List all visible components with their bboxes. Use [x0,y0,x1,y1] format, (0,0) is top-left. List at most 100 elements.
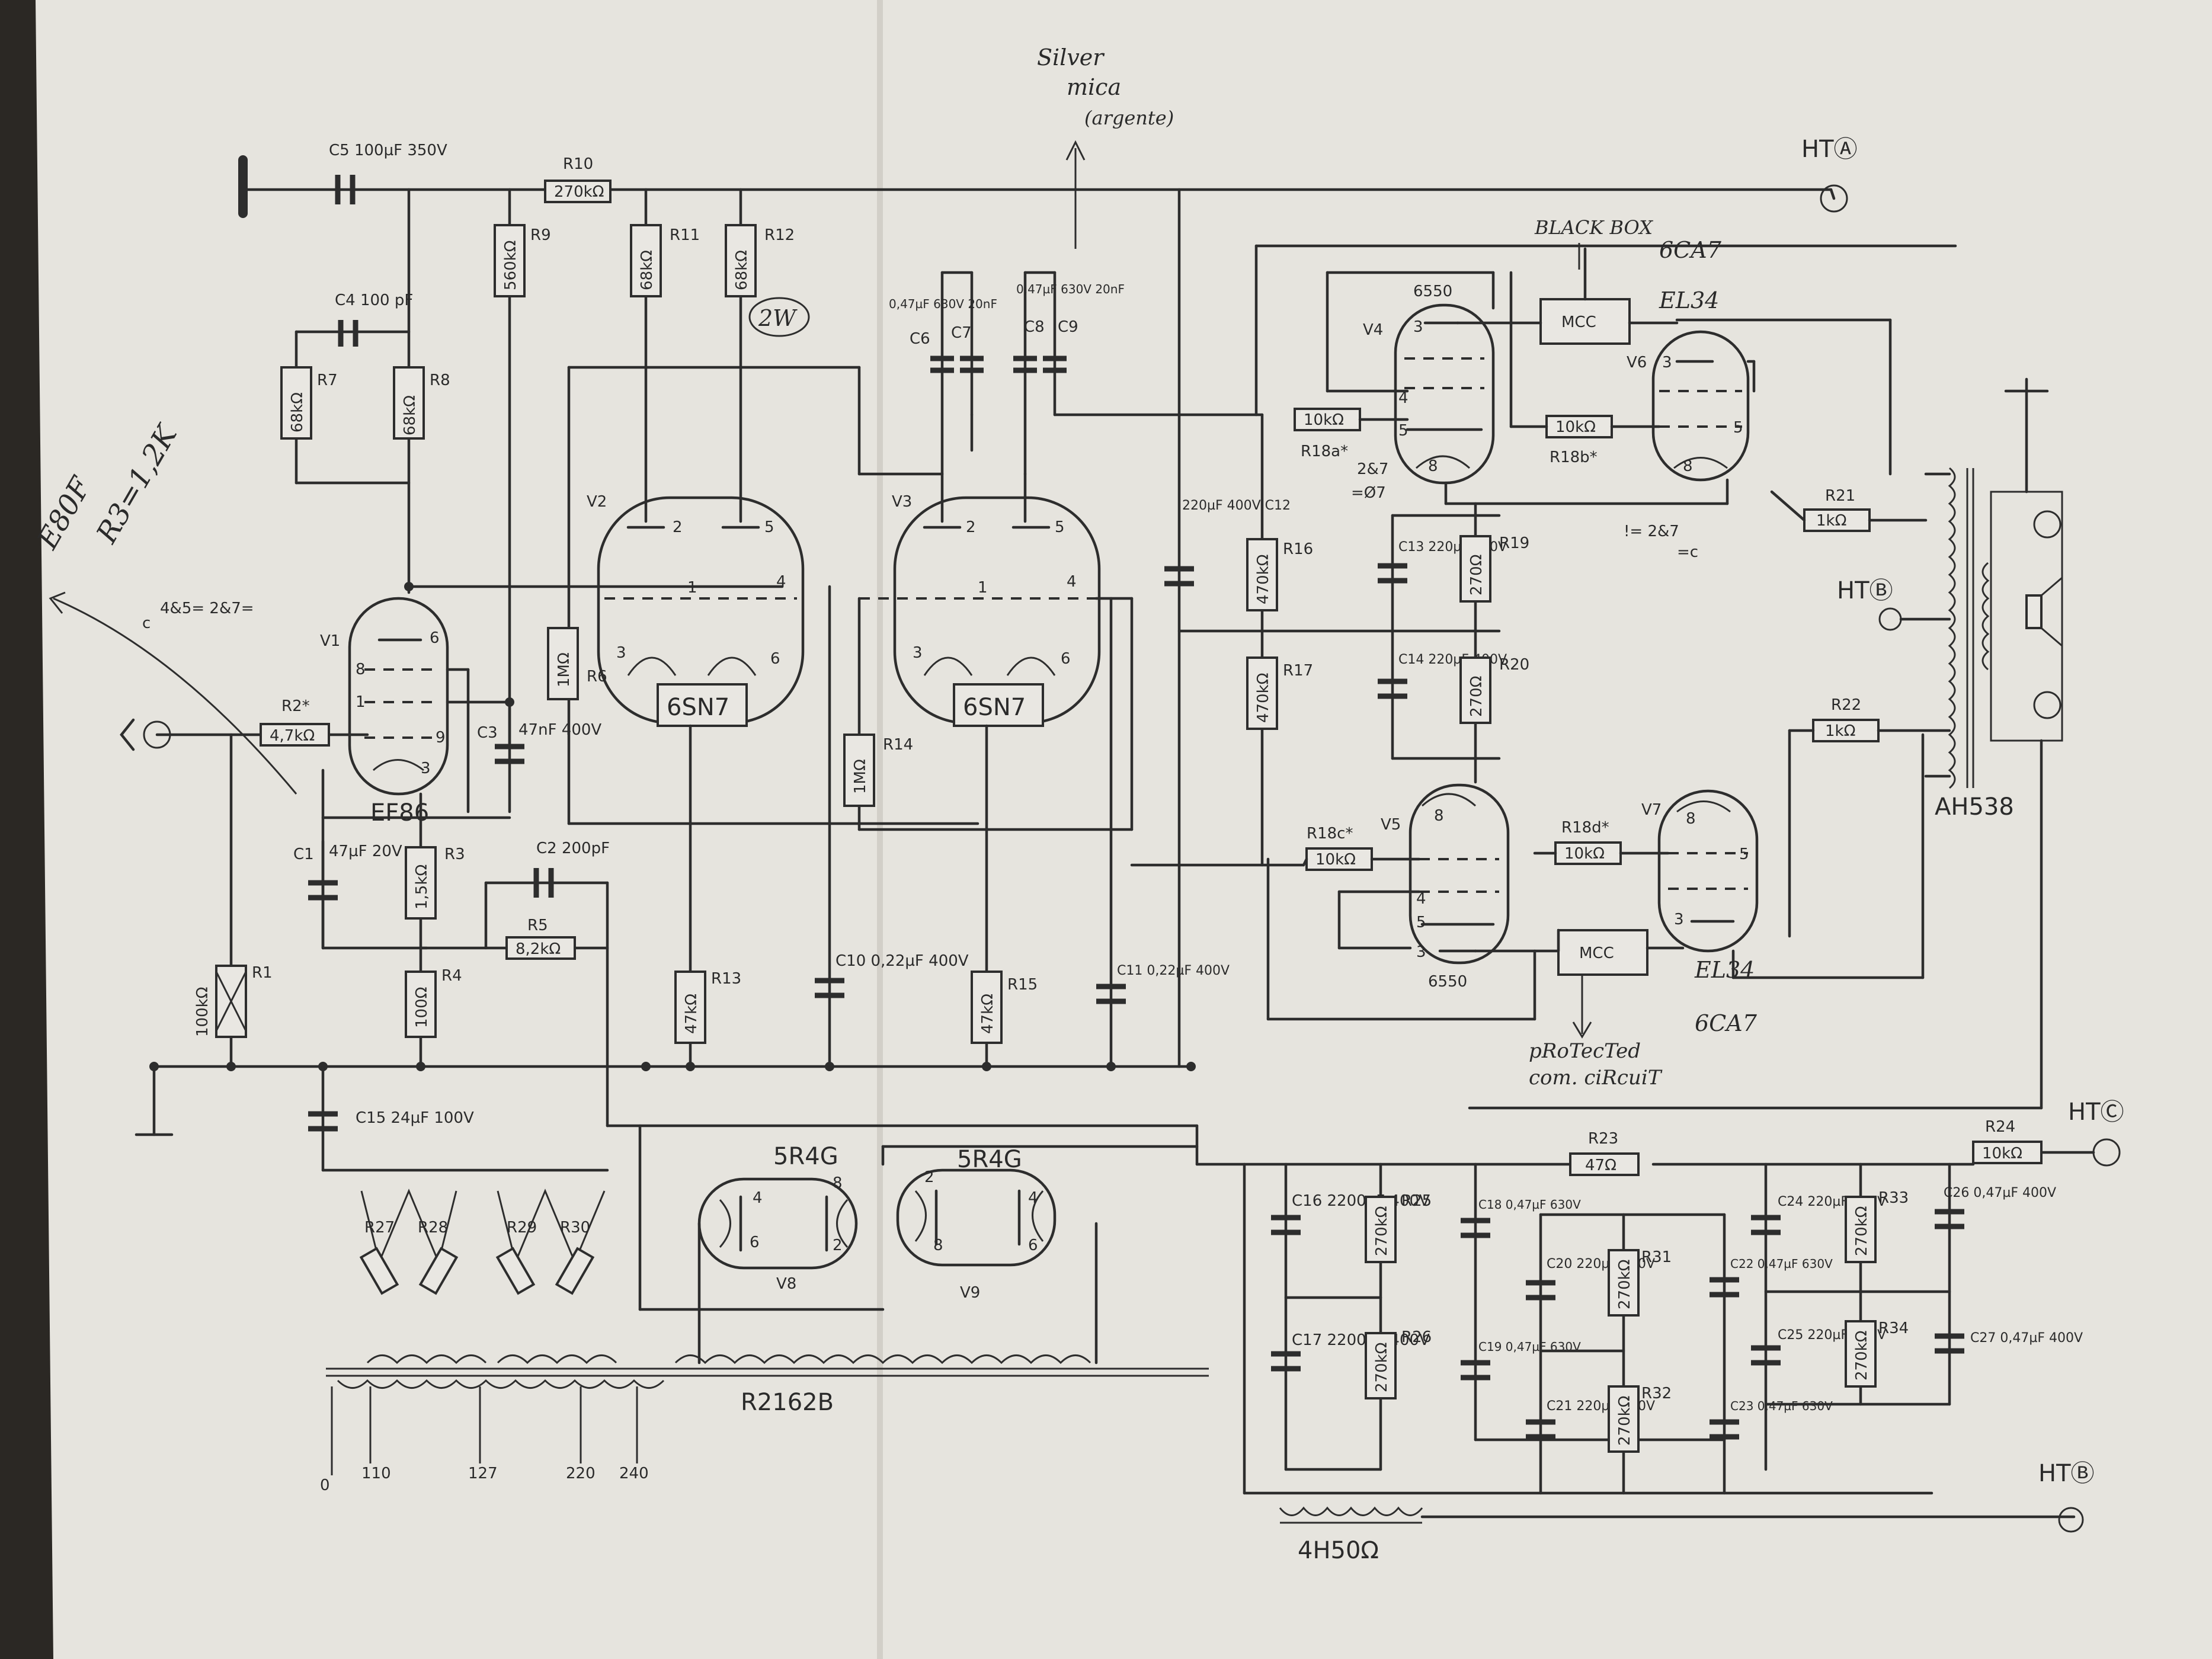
svg-text:470kΩ: 470kΩ [1254,554,1272,604]
choke-4h50: 4H50Ω [1279,1506,1423,1564]
svg-text:270kΩ: 270kΩ [1853,1206,1871,1256]
svg-text:R14: R14 [883,736,913,754]
svg-text:270kΩ: 270kΩ [1616,1395,1634,1446]
svg-text:EL34: EL34 [1694,957,1755,983]
r16-resistor: 470kΩ R16 [1246,538,1313,611]
svg-text:V4: V4 [1363,321,1383,339]
svg-text:2: 2 [833,1237,843,1254]
svg-text:R16: R16 [1283,540,1313,558]
svg-text:C2 200pF: C2 200pF [536,840,610,857]
svg-text:C7: C7 [951,324,972,342]
r22-resistor: 1kΩ R22 [1812,696,1880,742]
svg-text:270kΩ: 270kΩ [1853,1330,1871,1381]
svg-text:10kΩ: 10kΩ [1982,1145,2022,1162]
svg-text:C26 0,47µF 400V: C26 0,47µF 400V [1944,1186,2056,1200]
svg-text:R28: R28 [418,1219,448,1237]
svg-text:1kΩ: 1kΩ [1816,512,1846,530]
svg-text:C4 100 pF: C4 100 pF [335,292,413,309]
two-watt-note: 2W [748,297,810,337]
svg-text:pRoTecTed: pRoTecTed [1529,1039,1641,1063]
svg-text:R5: R5 [527,917,548,934]
svg-text:R25: R25 [1401,1192,1432,1210]
r23-resistor: 47Ω R23 [1569,1130,1640,1176]
protected-note: pRoTecTed com. ciRcuiT 6CA7 EL34 [1529,957,1758,1090]
svg-text:5: 5 [1733,419,1743,437]
svg-text:110: 110 [361,1465,391,1482]
r25-resistor: 270kΩ R25 [1365,1192,1432,1263]
svg-text:1: 1 [978,579,988,597]
svg-text:R27: R27 [364,1219,395,1237]
svg-text:AH538: AH538 [1935,793,2014,821]
svg-text:4: 4 [776,573,786,591]
svg-text:6CA7: 6CA7 [1695,1010,1758,1036]
r1-resistor: 100kΩ R1 [194,964,273,1038]
svg-text:R12: R12 [764,226,795,244]
svg-text:R1: R1 [252,964,273,982]
svg-text:V5: V5 [1381,816,1401,834]
svg-text:1: 1 [687,579,697,597]
svg-text:=c: =c [1677,543,1698,561]
c2-capacitor: C2 200pF [533,840,610,898]
r34-resistor: 270kΩ R34 [1845,1319,1909,1388]
svg-text:270Ω: 270Ω [1468,676,1486,718]
mcc-top-box: MCC [1539,298,1631,345]
svg-text:5: 5 [764,518,774,536]
svg-text:5: 5 [1398,422,1408,440]
svg-text:R21: R21 [1825,487,1855,505]
svg-text:C23 0,47µF 630V: C23 0,47µF 630V [1730,1399,1833,1413]
svg-text:R18b*: R18b* [1550,449,1598,466]
svg-text:5: 5 [1739,845,1749,863]
svg-text:C1: C1 [293,845,314,863]
svg-text:C3: C3 [477,724,498,742]
svg-text:270kΩ: 270kΩ [1616,1259,1634,1309]
svg-text:R15: R15 [1007,976,1038,994]
svg-text:EF86: EF86 [370,799,429,827]
svg-text:c: c [142,614,151,632]
svg-text:C17 2200µF 400V: C17 2200µF 400V [1292,1331,1430,1349]
svg-text:6SN7: 6SN7 [963,694,1026,721]
svg-text:0,47µF 630V 20nF: 0,47µF 630V 20nF [889,297,997,311]
svg-text:270Ω: 270Ω [1468,555,1486,596]
svg-text:R20: R20 [1499,656,1529,674]
svg-text:10kΩ: 10kΩ [1564,845,1605,863]
svg-text:3: 3 [421,760,431,777]
v9-5r4g-rectifier: 5R4G V9 24 68 [896,1146,1057,1302]
svg-text:R10: R10 [563,155,593,173]
svg-text:8: 8 [1428,457,1438,475]
svg-text:5: 5 [1416,914,1426,931]
r7-resistor: 68kΩ R7 [280,366,338,440]
svg-text:560kΩ: 560kΩ [502,240,520,290]
svg-text:V1: V1 [320,632,340,650]
svg-text:9: 9 [436,729,446,747]
svg-text:R19: R19 [1499,534,1529,552]
svg-text:1,5kΩ: 1,5kΩ [413,864,431,909]
r19-resistor: 270Ω R19 [1459,534,1529,603]
r15-resistor: 47kΩ R15 [971,971,1038,1044]
svg-text:8,2kΩ: 8,2kΩ [516,940,561,958]
svg-text:6: 6 [770,650,780,668]
svg-text:MCC: MCC [1561,313,1596,331]
r18c-resistor: 10kΩ R18c* [1305,825,1373,871]
svg-text:6: 6 [430,629,440,647]
c26-capacitor: C26 0,47µF 400V [1935,1186,2056,1229]
svg-text:68kΩ: 68kΩ [289,392,306,433]
svg-text:R29: R29 [507,1219,537,1237]
c22-capacitor: C22 0,47µF 630V [1710,1257,1833,1298]
svg-text:V2: V2 [587,493,607,511]
c18-capacitor: C18 0,47µF 630V [1461,1197,1581,1238]
svg-text:R11: R11 [670,226,700,244]
svg-text:R26: R26 [1401,1328,1432,1346]
svg-text:R34: R34 [1878,1319,1909,1337]
r33-resistor: 270kΩ R33 [1845,1189,1909,1263]
svg-text:R23: R23 [1588,1130,1618,1148]
r5-resistor: 8,2kΩ R5 [505,917,576,960]
svg-text:4: 4 [1398,389,1408,407]
svg-text:4&5= 2&7=: 4&5= 2&7= [160,600,254,617]
ht-b-mid-rail: HTⒷ [1837,577,1951,631]
svg-text:100Ω: 100Ω [413,987,431,1029]
svg-text:1MΩ: 1MΩ [555,652,573,687]
svg-text:(argente): (argente) [1084,107,1174,129]
v6-el34-tube: 35 8 V6 [1627,330,1750,482]
svg-text:2: 2 [924,1168,934,1186]
